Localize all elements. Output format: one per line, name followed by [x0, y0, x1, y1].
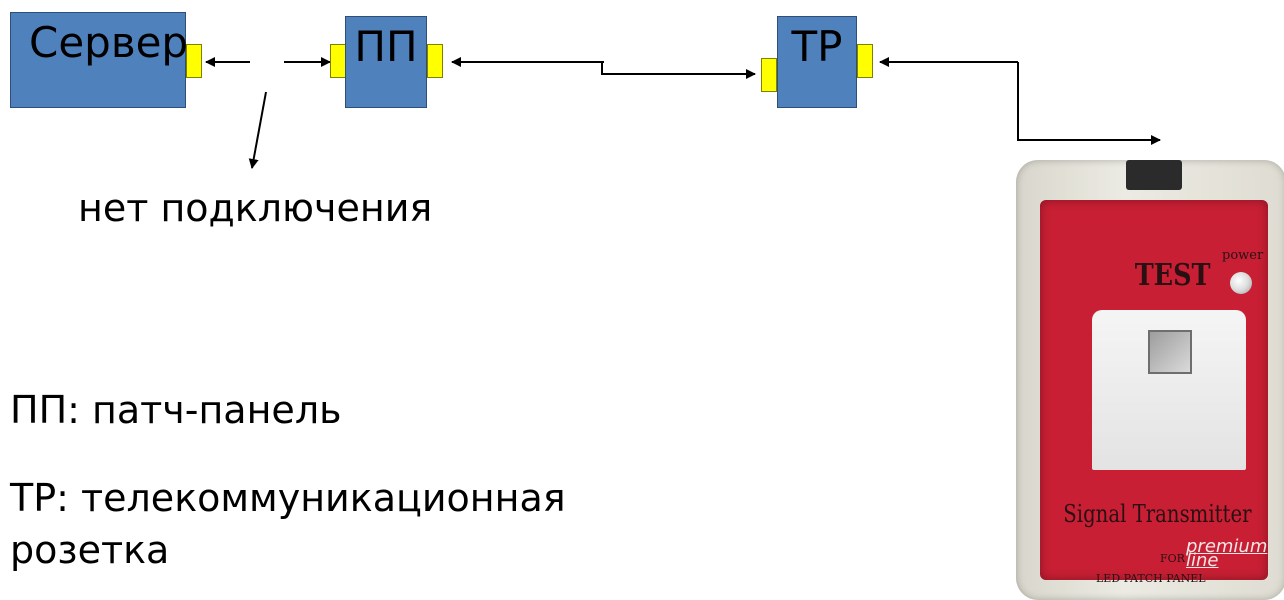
legend-tr: ТР: телекоммуникационная розетка — [10, 476, 566, 572]
no-connection-pointer — [248, 91, 267, 169]
pp-port-right — [427, 44, 443, 78]
tr-port-right — [857, 44, 873, 78]
rj45-jack — [1126, 160, 1182, 190]
tr-port-left — [761, 58, 777, 92]
device-for-label: FOR — [1160, 552, 1185, 565]
power-led-icon — [1230, 272, 1252, 294]
server-node: Сервер — [10, 12, 189, 108]
cable-tr-to-tester — [1017, 62, 1161, 145]
legend-pp: ПП: патч-панель — [10, 388, 342, 432]
cable-pp-to-tr-step — [601, 62, 756, 79]
device-title: Signal Transmitter — [1063, 500, 1252, 528]
device-power-label: power — [1222, 248, 1264, 263]
brand-logo: premium line — [1186, 536, 1268, 571]
signal-transmitter-photo: TEST power Signal Transmitter FOR LED PA… — [1012, 150, 1284, 600]
pp-port-left — [330, 44, 346, 78]
server-label: Сервер — [29, 18, 189, 67]
test-button — [1148, 330, 1192, 374]
device-face: TEST power Signal Transmitter FOR LED PA… — [1040, 200, 1268, 585]
tr-label: ТР — [791, 22, 843, 71]
device-body: TEST power Signal Transmitter FOR LED PA… — [1016, 160, 1284, 600]
device-sub-label: LED PATCH PANEL — [1096, 572, 1206, 585]
server-port — [186, 44, 202, 78]
device-test-label: TEST — [1134, 258, 1211, 293]
pp-label: ПП — [354, 22, 418, 71]
brand-logo-top: premium — [1186, 536, 1268, 557]
no-connection-label: нет подключения — [78, 186, 433, 230]
tr-node: ТР — [777, 16, 857, 108]
brand-logo-bottom: line — [1186, 550, 1219, 571]
pp-node: ПП — [345, 16, 427, 108]
